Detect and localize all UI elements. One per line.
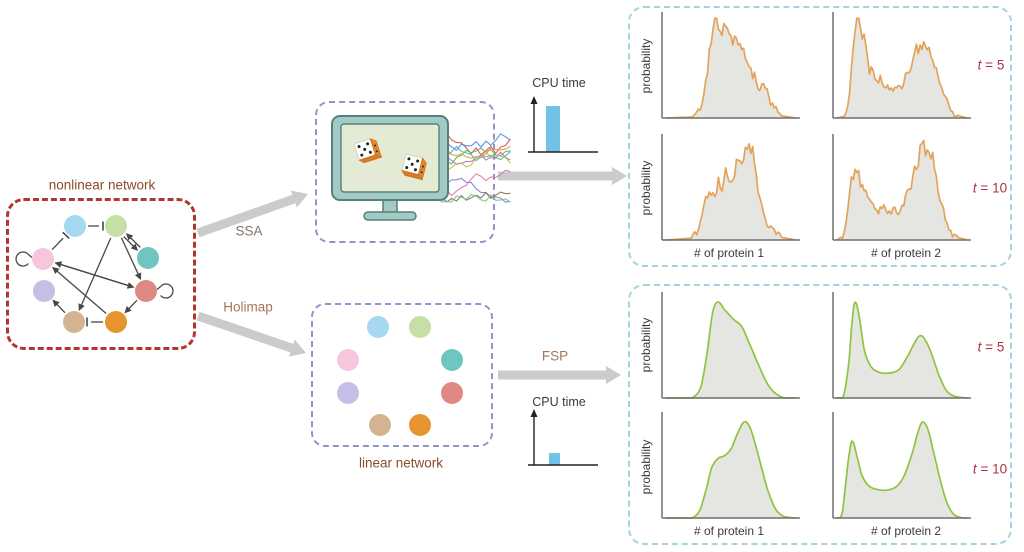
nonlinear-network-label: nonlinear network bbox=[48, 177, 156, 193]
holimap-label: Holimap bbox=[223, 299, 273, 315]
network-node-orange bbox=[105, 311, 127, 333]
t5-label: t = 5 bbox=[977, 339, 1005, 355]
network-node-blue bbox=[64, 215, 86, 237]
probability-axis-label: probability bbox=[639, 439, 653, 495]
fsp-label: FSP bbox=[541, 348, 569, 364]
probability-axis-label: probability bbox=[639, 160, 653, 216]
network-node-blue bbox=[367, 316, 389, 338]
network-node-teal bbox=[441, 349, 463, 371]
network-node-pink bbox=[32, 248, 54, 270]
plot-holimap-t5-protein1 bbox=[661, 292, 800, 399]
cpu-time-label-ssa: CPU time bbox=[532, 76, 586, 90]
network-node-green bbox=[409, 316, 431, 338]
cpu-time-chart-ssa bbox=[528, 96, 598, 153]
network-node-pink bbox=[337, 349, 359, 371]
t5-label: t = 5 bbox=[977, 57, 1005, 73]
plot-holimap-t5-protein2 bbox=[832, 292, 971, 399]
protein2-axis-label: # of protein 2 bbox=[870, 524, 942, 538]
die-icon bbox=[401, 154, 427, 181]
network-node-green bbox=[105, 215, 127, 237]
simulation-box bbox=[315, 101, 495, 243]
plot-ssa-t5-protein2 bbox=[832, 12, 971, 119]
linear-network-label: linear network bbox=[358, 455, 444, 471]
nonlinear-network-graph bbox=[15, 215, 174, 333]
linear-network-box bbox=[311, 303, 493, 447]
network-node-lavender bbox=[33, 280, 55, 302]
cpu-time-label-fsp: CPU time bbox=[532, 395, 586, 409]
network-node-salmon bbox=[441, 382, 463, 404]
protein1-axis-label: # of protein 1 bbox=[693, 524, 765, 538]
plot-ssa-t10-protein1 bbox=[661, 134, 800, 241]
cpu-time-chart-fsp bbox=[528, 409, 598, 466]
probability-axis-label: probability bbox=[639, 317, 653, 373]
network-node-tan bbox=[63, 311, 85, 333]
die-icon bbox=[354, 138, 383, 164]
monitor-illustration bbox=[331, 115, 449, 221]
t10-label: t = 10 bbox=[972, 461, 1008, 477]
linear-network-graph bbox=[337, 316, 463, 436]
monitor-base bbox=[363, 211, 417, 221]
plot-holimap-t10-protein2 bbox=[832, 412, 971, 519]
network-node-tan bbox=[369, 414, 391, 436]
plot-holimap-t10-protein1 bbox=[661, 412, 800, 519]
network-node-lavender bbox=[337, 382, 359, 404]
t10-label: t = 10 bbox=[972, 180, 1008, 196]
probability-axis-label: probability bbox=[639, 38, 653, 94]
plot-ssa-t10-protein2 bbox=[832, 134, 971, 241]
ssa-label: SSA bbox=[235, 223, 263, 239]
plot-ssa-t5-protein1 bbox=[661, 12, 800, 119]
network-node-orange bbox=[409, 414, 431, 436]
results-box-holimap bbox=[628, 284, 1012, 545]
protein2-axis-label: # of protein 2 bbox=[870, 246, 942, 260]
protein1-axis-label: # of protein 1 bbox=[693, 246, 765, 260]
network-node-salmon bbox=[135, 280, 157, 302]
monitor-screen bbox=[340, 123, 440, 193]
nonlinear-network-box bbox=[6, 198, 196, 350]
results-box-ssa bbox=[628, 6, 1012, 267]
network-node-teal bbox=[137, 247, 159, 269]
